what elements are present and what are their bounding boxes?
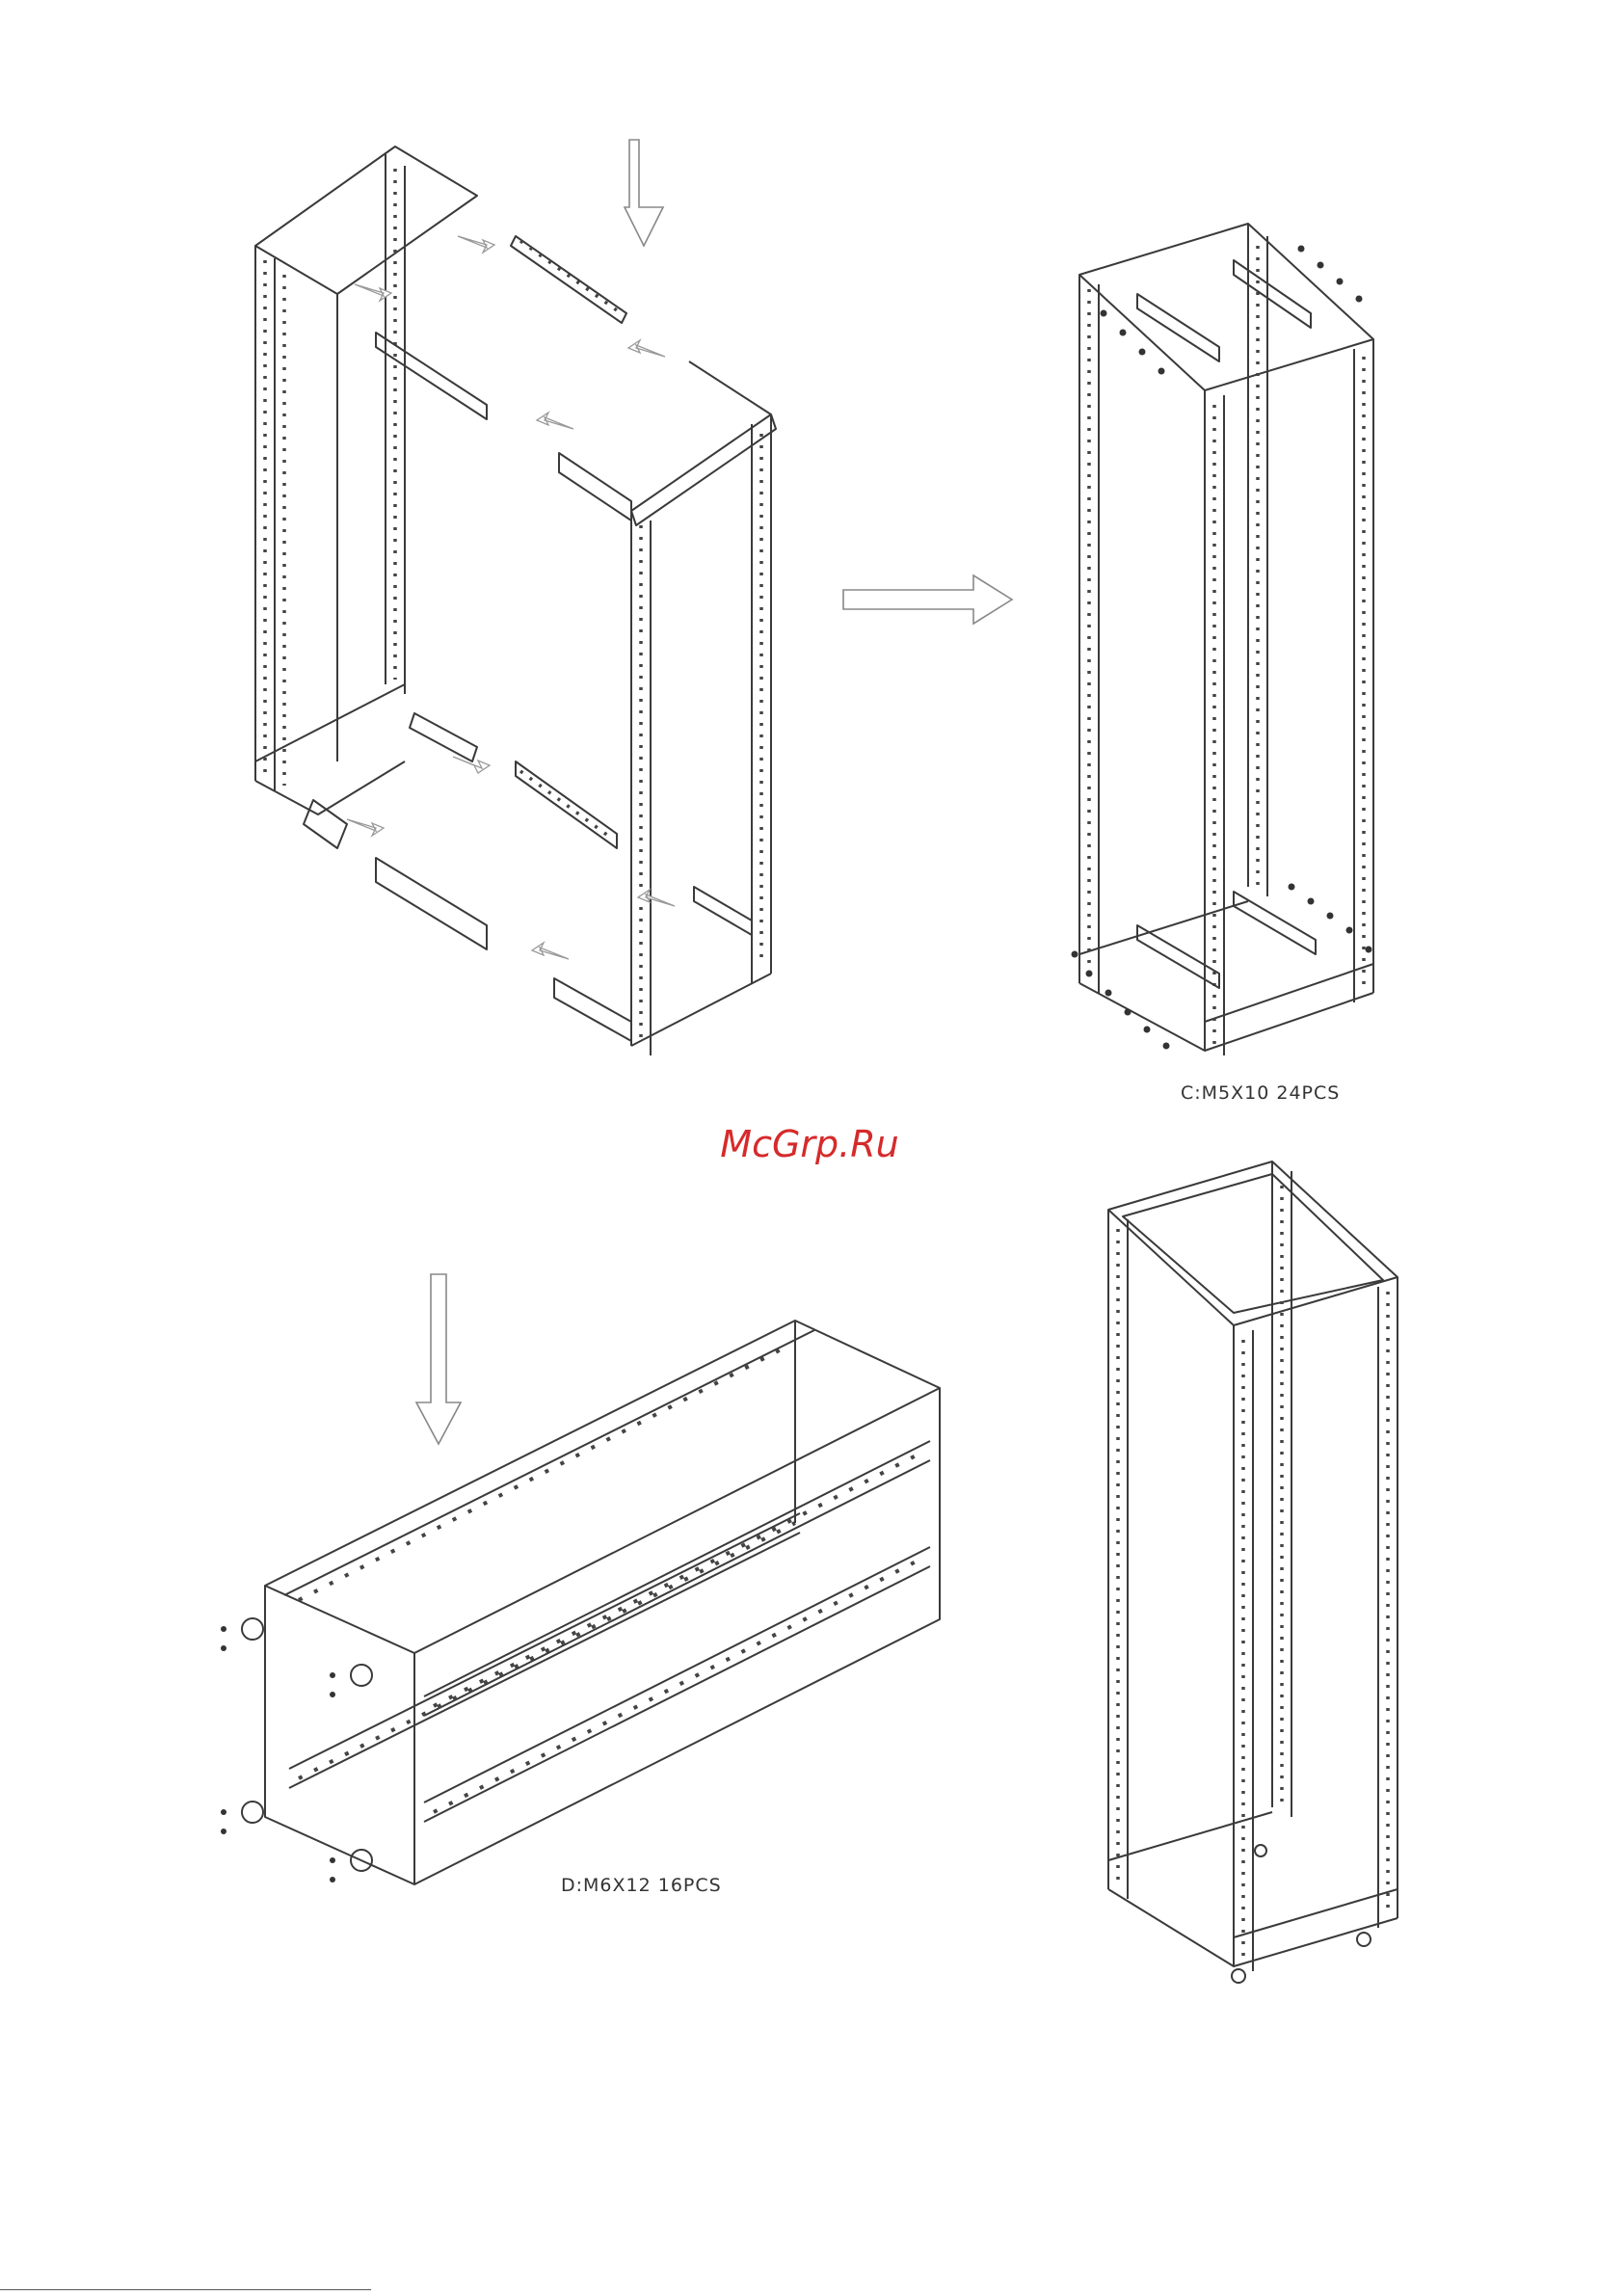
watermark: McGrp.Ru xyxy=(636,1123,983,1165)
exploded-rack-frame xyxy=(255,147,776,1055)
right-arrow-icon xyxy=(843,575,1012,624)
screw-spec-step-c: C:M5X10 24PCS xyxy=(1181,1082,1340,1104)
footer-rule xyxy=(0,2289,371,2290)
finished-rack xyxy=(1108,1161,1398,1983)
rack-on-side-with-casters xyxy=(221,1274,940,1884)
down-arrow-icon xyxy=(416,1274,461,1444)
assembled-rack-with-screws xyxy=(1072,224,1374,1055)
screw-spec-step-d: D:M6X12 16PCS xyxy=(561,1875,722,1896)
down-arrow-icon xyxy=(625,140,663,246)
